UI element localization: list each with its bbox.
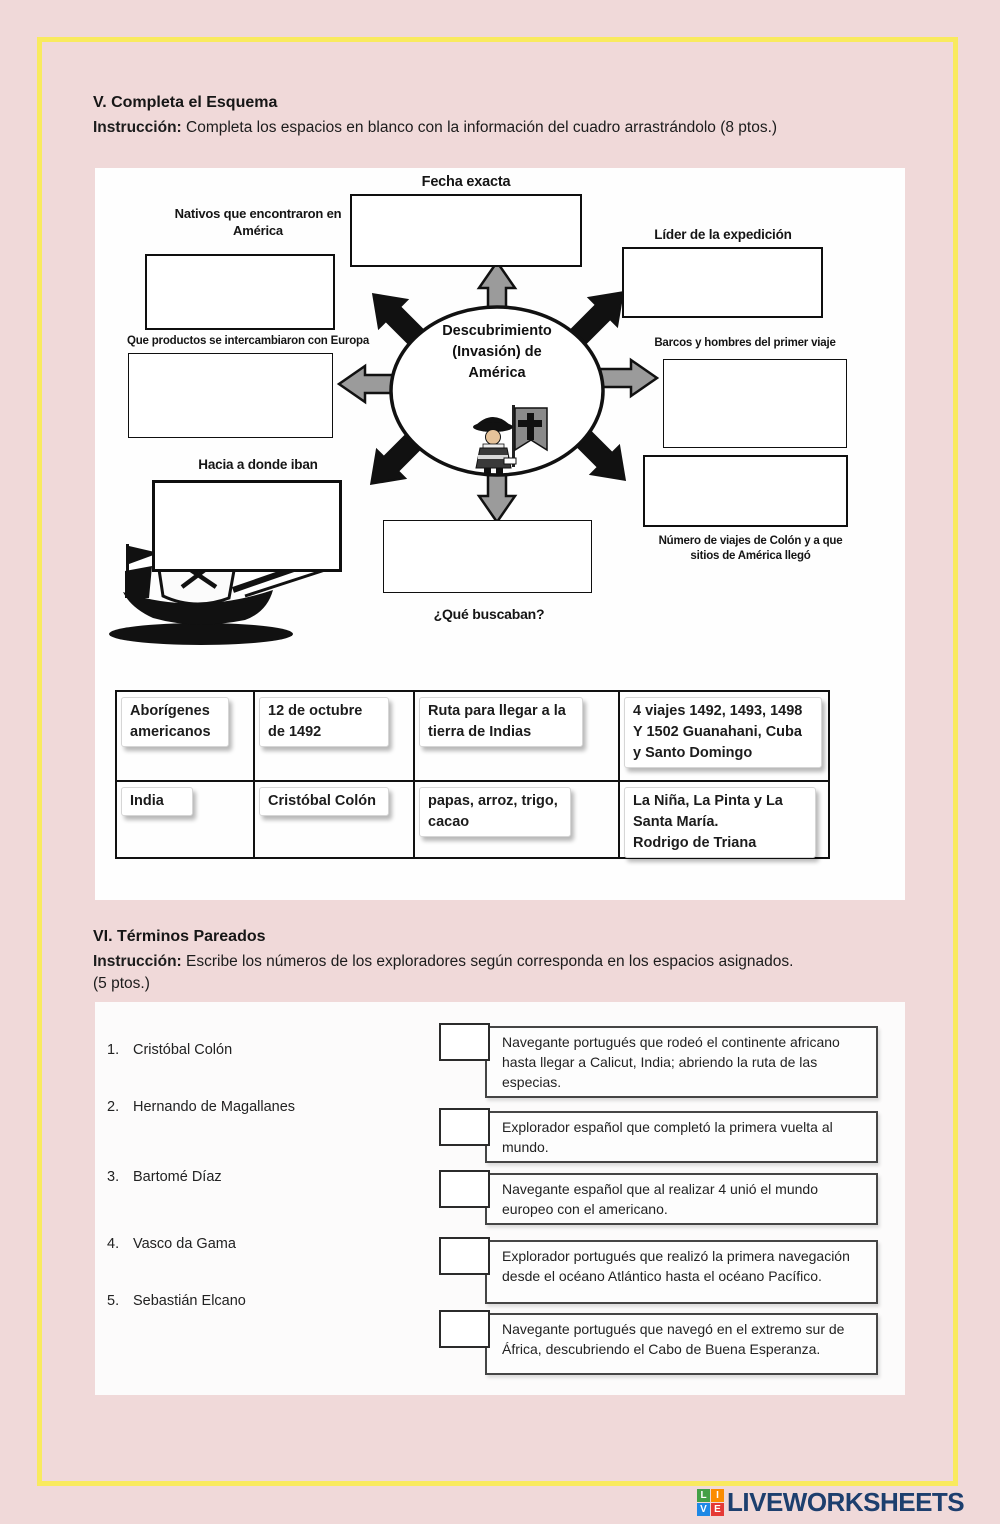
explorer-item-4: 4.Vasco da Gama bbox=[107, 1236, 236, 1252]
bank-cell: India bbox=[117, 782, 255, 857]
label-que-buscaban: ¿Qué buscaban? bbox=[433, 606, 545, 622]
instruction-label: Instrucción: bbox=[93, 953, 182, 970]
explorer-item-1: 1.Cristóbal Colón bbox=[107, 1042, 233, 1058]
center-ellipse-text: Descubrimiento (Invasión) de América bbox=[442, 323, 552, 382]
liveworksheets-logo-icon: L I V E bbox=[697, 1488, 724, 1516]
dropbox-productos[interactable] bbox=[128, 353, 333, 438]
bank-cell: La Niña, La Pinta y La Santa María. Rodr… bbox=[620, 782, 828, 859]
dropbox-nativos[interactable] bbox=[145, 254, 335, 330]
word-chip-colon[interactable]: Cristóbal Colón bbox=[259, 787, 389, 817]
word-bank-table: Aborígenes americanos 12 de octubre de 1… bbox=[115, 690, 830, 859]
instruction-text: Escribe los números de los exploradores … bbox=[181, 953, 794, 970]
arrow-right-icon bbox=[597, 357, 660, 399]
dropbox-numero-viajes[interactable] bbox=[643, 455, 848, 527]
word-chip-viajes[interactable]: 4 viajes 1492, 1493, 1498 Y 1502 Guanaha… bbox=[624, 697, 822, 769]
bank-cell: Ruta para llegar a la tierra de Indias bbox=[415, 692, 620, 782]
bank-cell: 12 de octubre de 1492 bbox=[255, 692, 415, 782]
answer-box-2[interactable] bbox=[439, 1108, 490, 1146]
word-chip-fecha[interactable]: 12 de octubre de 1492 bbox=[259, 697, 389, 748]
label-hacia-donde: Hacia a donde iban bbox=[198, 457, 318, 472]
label-productos: Que productos se intercambiaron con Euro… bbox=[126, 335, 370, 347]
explorer-item-5: 5.Sebastián Elcano bbox=[107, 1293, 246, 1309]
liveworksheets-brand[interactable]: L I V E LIVEWORKSHEETS bbox=[697, 1486, 965, 1517]
answer-box-1[interactable] bbox=[439, 1023, 490, 1061]
dropbox-hacia-donde[interactable] bbox=[152, 480, 342, 572]
arrow-down-right-icon bbox=[572, 427, 627, 482]
dropbox-lider[interactable] bbox=[622, 247, 823, 318]
description-box-3: Navegante español que al realizar 4 unió… bbox=[485, 1173, 878, 1226]
word-chip-ruta[interactable]: Ruta para llegar a la tierra de Indias bbox=[419, 697, 583, 748]
label-barcos: Barcos y hombres del primer viaje bbox=[654, 337, 836, 349]
description-box-2: Explorador español que completó la prime… bbox=[485, 1111, 878, 1164]
instruction-label: Instrucción: bbox=[93, 119, 182, 136]
section-v-instruction: Instrucción: Completa los espacios en bl… bbox=[93, 117, 893, 139]
arrow-up-icon bbox=[476, 259, 518, 322]
dropbox-que-buscaban[interactable] bbox=[383, 520, 592, 593]
arrow-down-icon bbox=[476, 462, 518, 525]
bank-cell: 4 viajes 1492, 1493, 1498 Y 1502 Guanaha… bbox=[620, 692, 828, 782]
section-vi-title: VI. Términos Pareados bbox=[93, 928, 266, 945]
instruction-text: Completa los espacios en blanco con la i… bbox=[181, 119, 778, 136]
worksheet-frame bbox=[37, 37, 958, 1486]
dropbox-fecha-exacta[interactable] bbox=[350, 194, 582, 267]
columbus-figure-icon bbox=[473, 405, 548, 476]
bank-cell: papas, arroz, trigo, cacao bbox=[415, 782, 620, 857]
bank-cell: Aborígenes americanos bbox=[117, 692, 255, 782]
explorer-item-2: 2.Hernando de Magallanes bbox=[107, 1099, 296, 1115]
section-vi-instruction: Instrucción: Escribe los números de los … bbox=[93, 951, 893, 973]
word-chip-india[interactable]: India bbox=[121, 787, 193, 817]
answer-box-4[interactable] bbox=[439, 1237, 490, 1275]
section-v-title: V. Completa el Esquema bbox=[93, 94, 278, 111]
arrow-down-left-icon bbox=[369, 431, 424, 486]
word-chip-aborigenes[interactable]: Aborígenes americanos bbox=[121, 697, 229, 748]
description-box-4: Explorador portugués que realizó la prim… bbox=[485, 1240, 878, 1304]
answer-box-5[interactable] bbox=[439, 1310, 490, 1348]
description-box-5: Navegante portugués que navegó en el ext… bbox=[485, 1313, 878, 1375]
description-box-1: Navegante portugués que rodeó el contine… bbox=[485, 1026, 878, 1099]
label-numero-viajes: Número de viajes de Colón y a que sitios… bbox=[658, 535, 843, 562]
arrow-left-icon bbox=[336, 363, 399, 405]
label-nativos: Nativos que encontraron en América bbox=[174, 206, 342, 238]
section-vi-points: (5 ptos.) bbox=[93, 975, 150, 992]
label-lider: Líder de la expedición bbox=[654, 227, 792, 242]
explorer-item-3: 3.Bartomé Díaz bbox=[107, 1169, 222, 1185]
label-fecha-exacta: Fecha exacta bbox=[421, 174, 511, 190]
word-chip-carabelas[interactable]: La Niña, La Pinta y La Santa María. Rodr… bbox=[624, 787, 816, 859]
matching-panel: 1.Cristóbal Colón 2.Hernando de Magallan… bbox=[95, 1002, 905, 1395]
dropbox-barcos[interactable] bbox=[663, 359, 847, 448]
brand-text: LIVEWORKSHEETS bbox=[727, 1486, 965, 1517]
bank-cell: Cristóbal Colón bbox=[255, 782, 415, 857]
answer-box-3[interactable] bbox=[439, 1170, 490, 1208]
word-chip-productos[interactable]: papas, arroz, trigo, cacao bbox=[419, 787, 571, 838]
